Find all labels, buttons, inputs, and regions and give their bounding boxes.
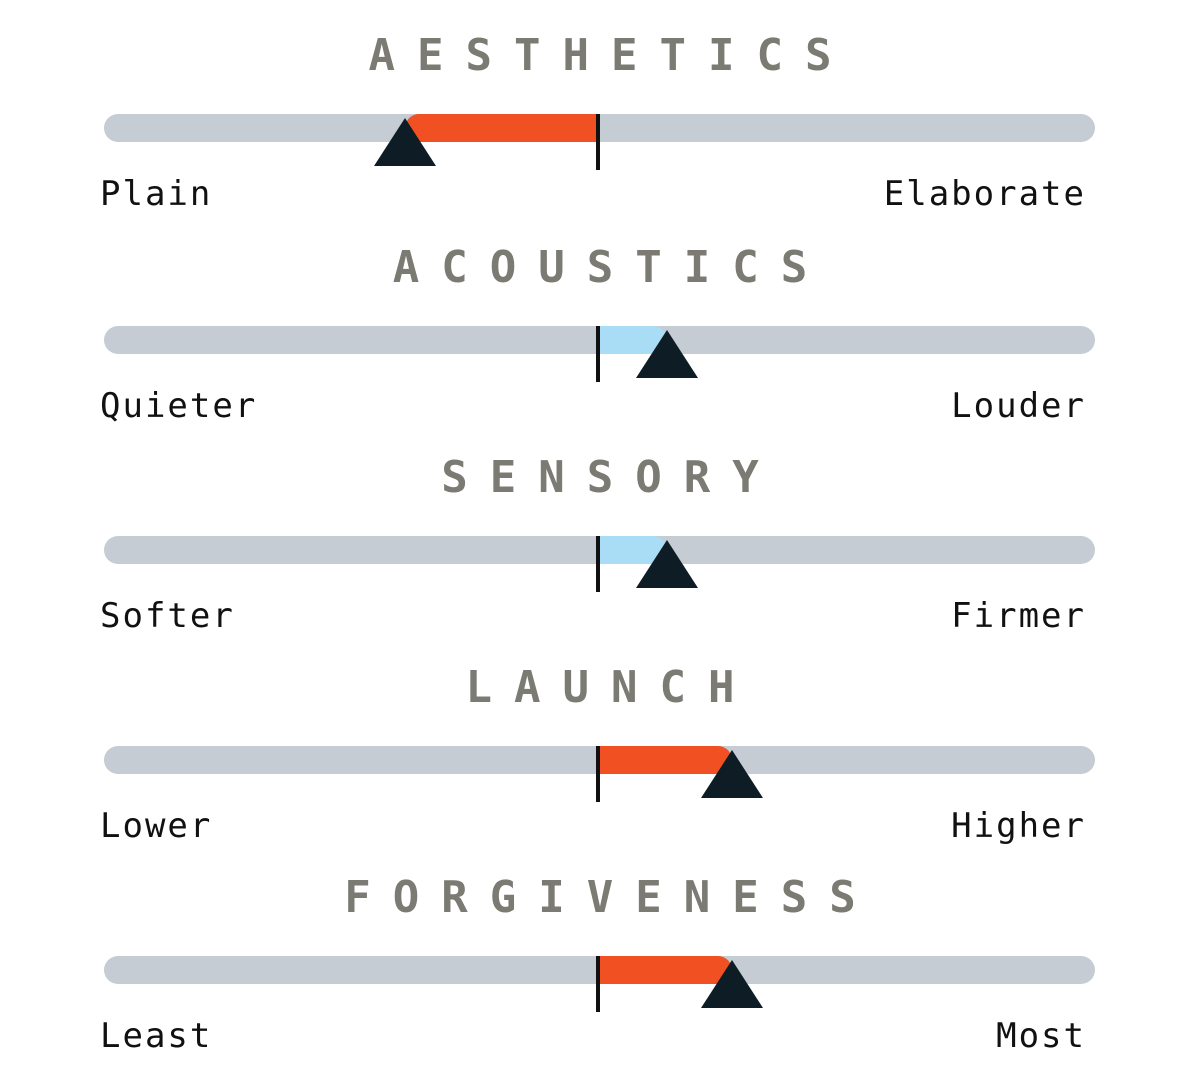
scale-title: SENSORY [441,452,781,503]
scale-title: FORGIVENESS [344,872,878,923]
triangle-pointer-icon[interactable] [372,114,438,168]
scale-fill [598,746,732,774]
scale-title: LAUNCH [465,662,757,713]
scale-left-label: Least [100,1016,213,1056]
scale-launch: LAUNCH Lower Higher [0,632,1200,846]
center-marker [596,114,600,170]
center-marker [596,746,600,802]
scale-left-label: Quieter [100,386,258,426]
center-marker [596,956,600,1012]
scale-title: AESTHETICS [368,30,854,81]
scale-aesthetics: AESTHETICS Plain Elaborate [0,0,1200,214]
scale-right-label: Firmer [951,596,1086,636]
scale-fill [404,114,598,142]
triangle-pointer-icon[interactable] [634,536,700,590]
center-marker [596,536,600,592]
triangle-pointer-icon[interactable] [699,956,765,1010]
scale-left-label: Plain [100,174,213,214]
scale-right-label: Louder [951,386,1086,426]
triangle-pointer-icon[interactable] [699,746,765,800]
scale-right-label: Most [996,1016,1086,1056]
scale-left-label: Lower [100,806,213,846]
scale-sensory: SENSORY Softer Firmer [0,422,1200,636]
scale-left-label: Softer [100,596,235,636]
scale-right-label: Elaborate [883,174,1086,214]
center-marker [596,326,600,382]
triangle-pointer-icon[interactable] [634,326,700,380]
scale-right-label: Higher [951,806,1086,846]
scale-fill [598,956,732,984]
scale-title: ACOUSTICS [392,242,830,293]
scale-acoustics: ACOUSTICS Quieter Louder [0,212,1200,426]
scale-forgiveness: FORGIVENESS Least Most [0,842,1200,1056]
